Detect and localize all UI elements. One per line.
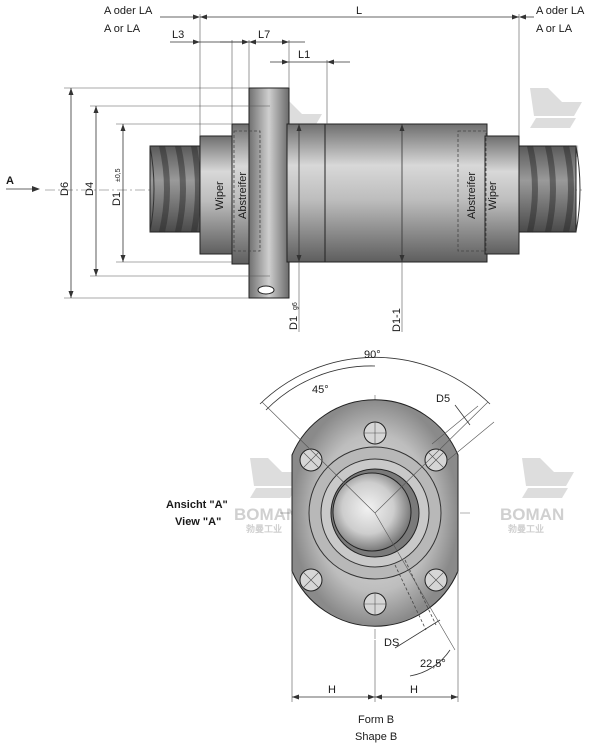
abstreifer-label-right: Abstreifer: [466, 172, 478, 219]
abstreifer-label-left: Abstreifer: [237, 172, 249, 219]
screw-thread-left: [149, 145, 203, 233]
dim-h-right: H: [410, 684, 418, 696]
dim-l3: L3: [172, 29, 184, 41]
dim-d1-tol: D1: [111, 192, 123, 206]
angle-45: 45°: [312, 384, 329, 396]
a-or-la-right: A or LA: [536, 23, 573, 35]
dim-d5: D5: [436, 393, 450, 405]
bore: [332, 472, 412, 552]
ansicht-label: Ansicht "A": [166, 499, 228, 511]
angle-90: 90°: [364, 349, 381, 361]
watermark-brand: BOMAN: [234, 505, 298, 524]
dim-d4: D4: [84, 182, 96, 196]
nut-body: [324, 123, 488, 263]
wiper-label-right: Wiper: [487, 181, 499, 210]
side-view: Wiper Abstreifer Abstreifer Wiper L A od…: [6, 5, 585, 332]
bolt-holes: [299, 421, 448, 616]
view-arrow-label: A: [6, 175, 14, 187]
dim-d1-tol-sub: ±0,5: [115, 168, 122, 182]
dim-l7: L7: [258, 29, 270, 41]
watermark-logo: [250, 88, 582, 498]
watermark-sub: 勃曼工业: [246, 523, 282, 534]
nut-end-left: [199, 135, 237, 255]
watermark-sub: 勃曼工业: [508, 523, 544, 534]
dim-d1-1: D1-1: [391, 308, 403, 332]
screw-thread-right: [517, 145, 581, 233]
dim-d1-g6: D1: [288, 316, 300, 330]
view-label: View "A": [175, 516, 221, 528]
form-b-label: Form B: [358, 714, 394, 726]
dim-h-left: H: [328, 684, 336, 696]
shape-b-label: Shape B: [355, 731, 397, 743]
a-oder-la-left: A oder LA: [104, 5, 153, 17]
dim-d6: D6: [59, 182, 71, 196]
a-or-la-left: A or LA: [104, 23, 141, 35]
dim-d1-g6-sub: g6: [292, 302, 299, 310]
angle-22-5: 22,5°: [420, 658, 446, 670]
dim-l1: L1: [298, 49, 310, 61]
dim-l: L: [356, 5, 362, 17]
lube-hole: [257, 285, 275, 295]
front-view: 90° 45° D5 DS 22,5° H H Ansicht "A" View…: [166, 349, 495, 743]
wiper-label-left: Wiper: [214, 181, 226, 210]
nut-end-right: [484, 135, 520, 255]
watermark-brand: BOMAN: [500, 505, 564, 524]
flange: [248, 87, 290, 299]
dim-ds: DS: [384, 637, 399, 649]
a-oder-la-right: A oder LA: [536, 5, 585, 17]
nut-neck: [286, 123, 328, 263]
